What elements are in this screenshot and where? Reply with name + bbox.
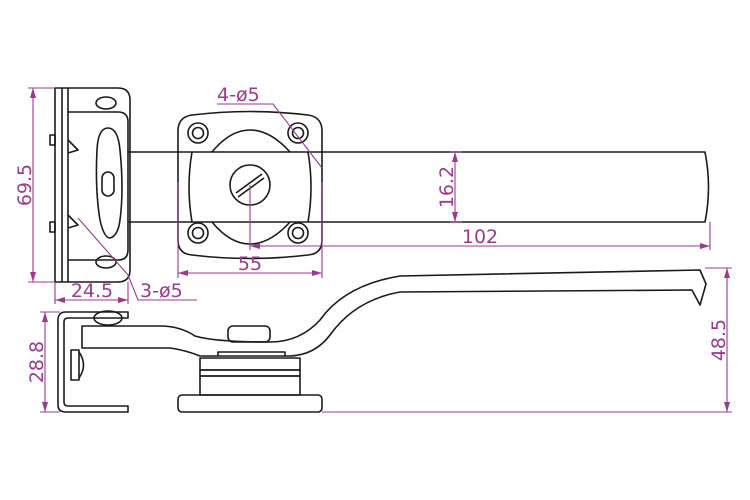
dim-16-2: 16.2: [436, 166, 458, 208]
dim-48-5: 48.5: [708, 319, 730, 361]
dim-24-5: 24.5: [71, 280, 113, 302]
side-view: [57, 269, 707, 413]
top-view: [49, 87, 710, 283]
dim-102: 102: [462, 226, 498, 248]
dimensions: [28, 87, 732, 413]
dim-69-5: 69.5: [14, 164, 36, 206]
dim-4-holes: 4-ø5: [217, 84, 260, 106]
dim-3-holes: 3-ø5: [140, 280, 183, 302]
dim-55: 55: [238, 253, 262, 275]
dim-28-8: 28.8: [26, 341, 48, 383]
